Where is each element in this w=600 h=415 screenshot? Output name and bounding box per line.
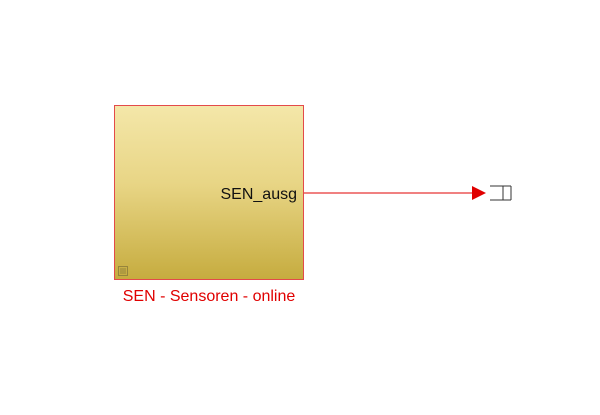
signal-arrowhead <box>472 186 486 200</box>
variant-subsystem-icon <box>118 266 128 276</box>
subsystem-name-label[interactable]: SEN - Sensoren - online <box>122 288 296 305</box>
output-port-label: SEN_ausg <box>220 186 298 203</box>
terminator-icon[interactable] <box>488 185 512 201</box>
sen-subsystem-block[interactable]: SEN_ausg <box>114 105 304 280</box>
